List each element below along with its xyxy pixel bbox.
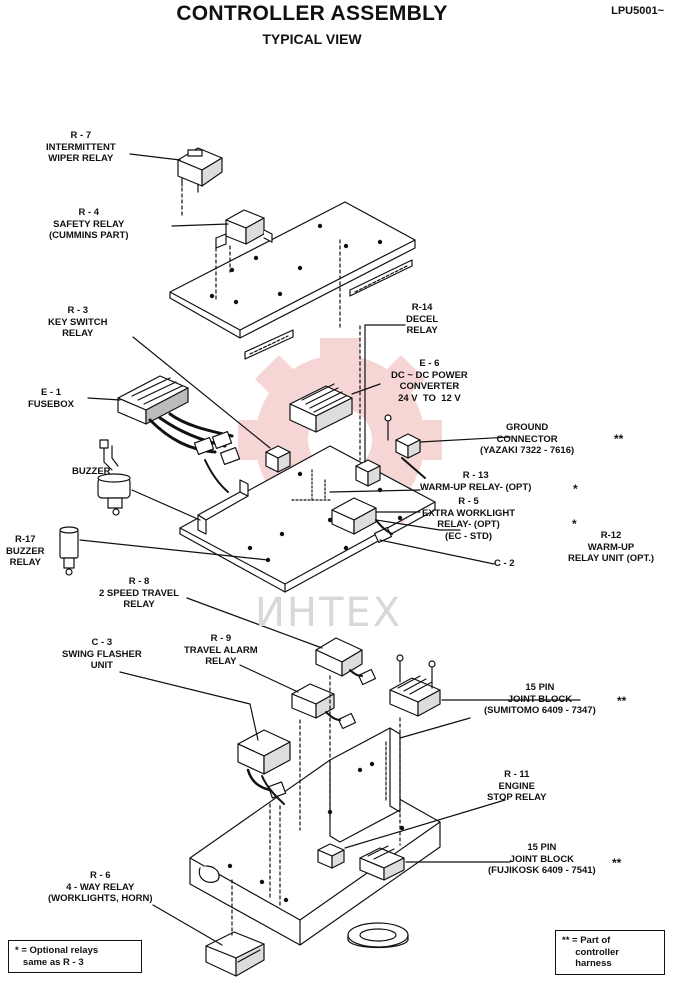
buzzer-relay	[59, 526, 79, 576]
label-r9: R - 9 TRAVEL ALARM RELAY	[184, 633, 258, 667]
label-ground-connector: GROUND CONNECTOR (YAZAKI 7322 - 7616)	[480, 422, 575, 456]
warm-up-relay-unit	[331, 497, 393, 544]
key-switch-relay	[265, 445, 291, 473]
top-mounting-plate	[169, 201, 416, 339]
fusebox	[117, 375, 189, 425]
label-r11: R - 11 ENGINE STOP RELAY	[487, 769, 547, 803]
marker-joint-block-fujikosk: **	[612, 856, 622, 870]
ground-connector	[384, 414, 426, 479]
intermittent-wiper-relay	[177, 147, 223, 193]
marker-r5: *	[572, 517, 577, 531]
label-buzzer: BUZZER	[72, 466, 111, 477]
label-e6: E - 6 DC ~ DC POWER CONVERTER 24 V TO 12…	[391, 358, 468, 404]
marker-joint-block-sumitomo: **	[617, 694, 627, 708]
page-subtitle: TYPICAL VIEW	[262, 31, 362, 47]
2-speed-travel-relay	[315, 637, 377, 686]
legend-optional-relays: * = Optional relays same as R - 3	[8, 940, 142, 973]
label-r8: R - 8 2 SPEED TRAVEL RELAY	[99, 576, 180, 610]
legend-controller-harness: ** = Part of controller harness	[555, 930, 665, 975]
grommet	[347, 922, 409, 949]
label-r17: R-17 BUZZER RELAY	[6, 534, 45, 568]
4-way-relay	[205, 931, 265, 977]
safety-relay	[215, 209, 273, 249]
decel-relay	[355, 459, 381, 487]
label-joint-block-fujikosk: 15 PIN JOINT BLOCK (FUJIKOSK 6409 - 7541…	[488, 842, 596, 876]
buzzer	[97, 439, 131, 516]
page-title: CONTROLLER ASSEMBLY	[176, 2, 448, 25]
watermark-text: ИНТЕХ	[255, 590, 403, 636]
joint-block-fujikosk	[359, 845, 405, 881]
document-id: LPU5001~	[611, 5, 664, 17]
fusebox-harness	[148, 412, 241, 493]
label-r5: R - 5 EXTRA WORKLIGHT RELAY- (OPT) (EC -…	[422, 496, 516, 542]
swing-flasher-unit	[237, 729, 291, 805]
label-r14: R-14 DECEL RELAY	[406, 302, 439, 336]
marker-ground: **	[614, 432, 624, 446]
label-r6: R - 6 4 - WAY RELAY (WORKLIGHTS, HORN)	[48, 870, 153, 904]
travel-alarm-relay	[291, 683, 357, 730]
mounting-rail	[244, 259, 413, 360]
dc-dc-power-converter	[289, 383, 353, 433]
label-r12: R-12 WARM-UP RELAY UNIT (OPT.)	[568, 530, 655, 564]
marker-r13: *	[573, 482, 578, 496]
label-c3: C - 3 SWING FLASHER UNIT	[62, 637, 142, 671]
joint-block-sumitomo	[389, 654, 441, 717]
label-joint-block-sumitomo: 15 PIN JOINT BLOCK (SUMITOMO 6409 - 7347…	[484, 682, 596, 716]
label-r13: R - 13 WARM-UP RELAY- (OPT)	[420, 470, 532, 493]
label-r4: R - 4 SAFETY RELAY (CUMMINS PART)	[49, 207, 129, 241]
label-r7: R - 7 INTERMITTENT WIPER RELAY	[46, 130, 116, 164]
label-e1: E - 1 FUSEBOX	[28, 387, 74, 410]
label-r3: R - 3 KEY SWITCH RELAY	[48, 305, 108, 339]
engine-stop-relay	[317, 843, 345, 869]
label-c2: C - 2	[494, 558, 515, 569]
lower-mounting-bracket	[189, 727, 441, 946]
